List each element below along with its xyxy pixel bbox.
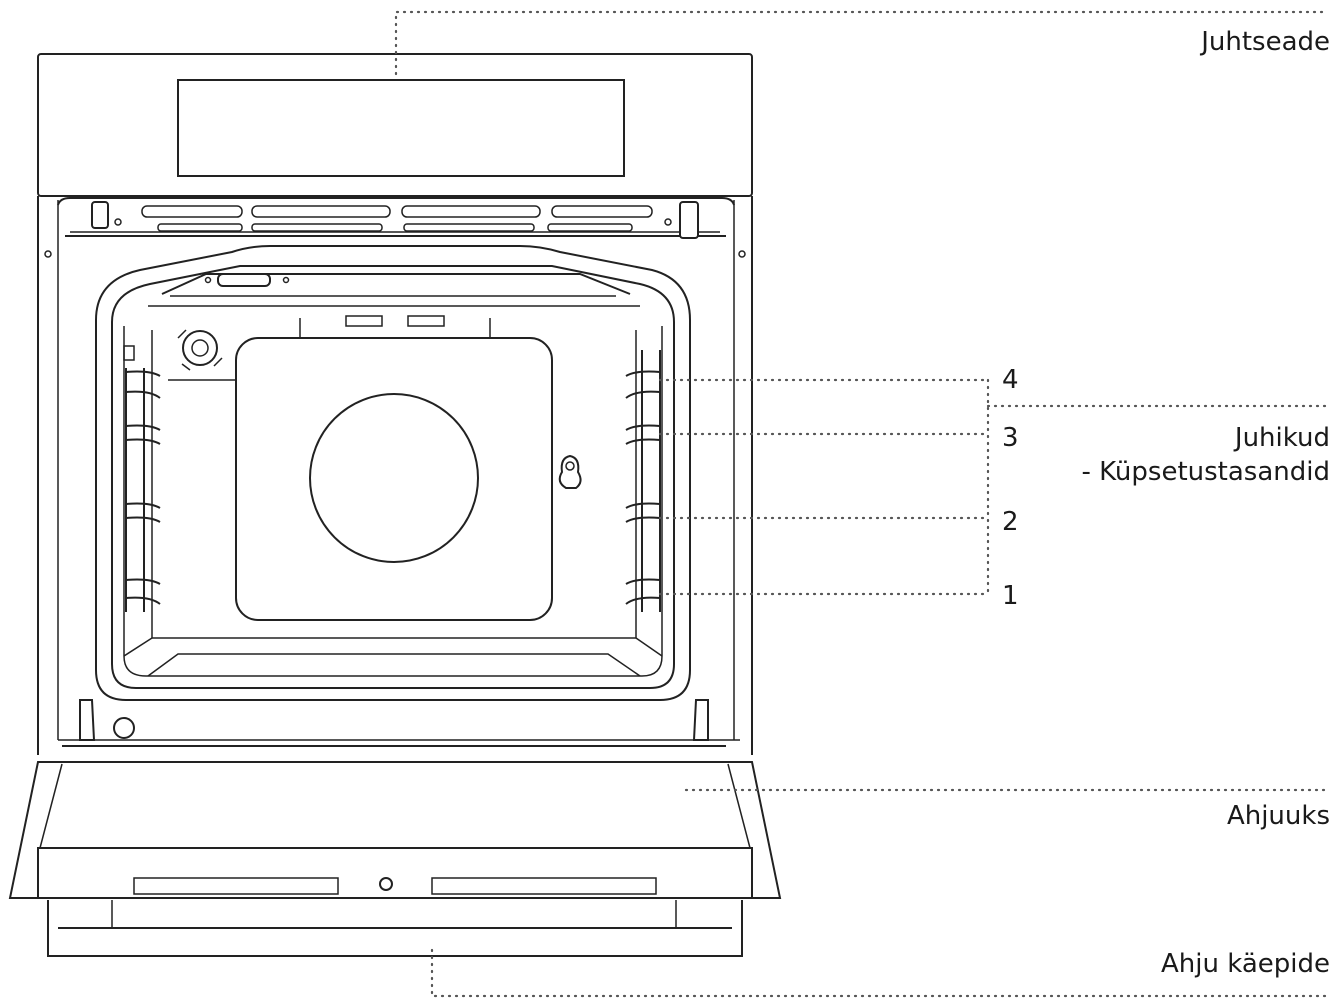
left-rack-guides [126, 368, 160, 612]
label-level-1: 1 [1002, 581, 1019, 611]
label-guides: Juhikud [1233, 423, 1330, 453]
fan-cover [236, 338, 552, 620]
label-oven-door: Ahjuuks [1227, 801, 1330, 831]
door-panel [10, 762, 780, 898]
vent-slots [142, 206, 652, 231]
door-handle [48, 900, 742, 956]
label-level-4: 4 [1002, 365, 1019, 395]
oven-door [10, 700, 780, 956]
lamp-slot [218, 274, 270, 286]
oven-cavity [96, 246, 690, 700]
label-oven-handle: Ahju käepide [1161, 949, 1330, 979]
fan-circle [310, 394, 478, 562]
label-level-2: 2 [1002, 507, 1019, 537]
right-rack-guides [626, 350, 660, 612]
oven-body [38, 54, 752, 755]
control-display [178, 80, 624, 176]
label-cooking-levels: - Küpsetustasandid [1082, 457, 1330, 487]
label-control-unit: Juhtseade [1199, 27, 1330, 57]
label-level-3: 3 [1002, 423, 1019, 453]
control-panel [38, 54, 752, 196]
